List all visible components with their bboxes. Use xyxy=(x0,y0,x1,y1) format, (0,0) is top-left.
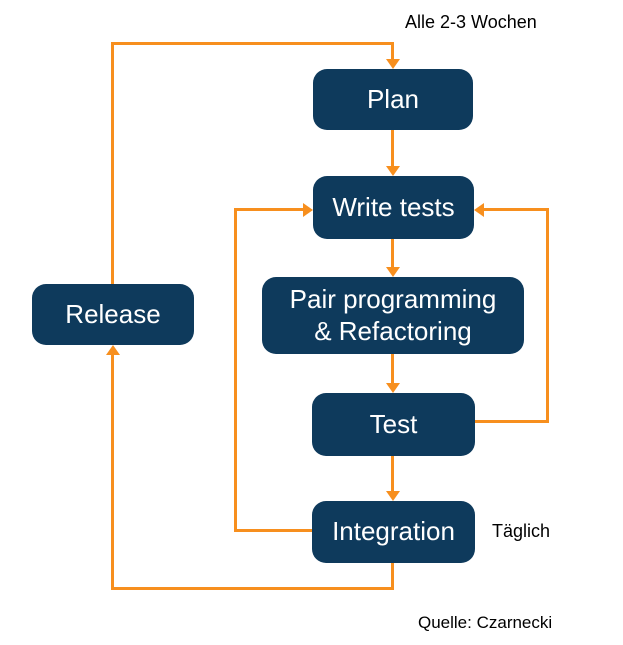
arrowhead-into-write-tests-top xyxy=(386,166,400,176)
arrowhead-into-write-tests-left xyxy=(303,203,313,217)
edge-integration-to-write-tests-out xyxy=(234,529,312,532)
node-write-tests: Write tests xyxy=(313,176,474,239)
edge-test-to-integration xyxy=(391,456,394,492)
node-pair-programming: Pair programming & Refactoring xyxy=(262,277,524,354)
edge-integration-to-write-tests-in xyxy=(234,208,304,211)
edge-pair-to-test xyxy=(391,354,394,384)
edge-release-to-plan-drop xyxy=(391,42,394,60)
edge-integration-to-write-tests-vertical xyxy=(234,208,237,532)
annotation-source: Quelle: Czarnecki xyxy=(418,613,553,632)
node-plan-label: Plan xyxy=(366,83,420,114)
arrowhead-into-write-tests-right xyxy=(474,203,484,217)
arrowhead-into-pair xyxy=(386,267,400,277)
node-write-tests-label: Write tests xyxy=(332,191,455,222)
edge-write-tests-to-pair xyxy=(391,239,394,268)
edge-test-to-write-tests-vertical xyxy=(546,208,549,423)
arrowhead-into-integration xyxy=(386,491,400,501)
node-pair-programming-label: Pair programming & Refactoring xyxy=(289,283,497,346)
arrowhead-into-release xyxy=(106,345,120,355)
annotation-daily-cycle: Täglich xyxy=(492,521,551,541)
node-release: Release xyxy=(32,284,194,345)
annotation-iteration-cycle: Alle 2-3 Wochen xyxy=(405,12,537,32)
node-release-label: Release xyxy=(65,298,161,329)
arrowhead-into-plan xyxy=(386,59,400,69)
edge-test-to-write-tests-out xyxy=(475,420,549,423)
arrowhead-into-test xyxy=(386,383,400,393)
edge-plan-to-write-tests xyxy=(391,130,394,167)
node-integration: Integration xyxy=(312,501,475,563)
edge-release-to-plan-horizontal xyxy=(111,42,394,45)
edge-release-to-plan-vertical xyxy=(111,42,114,284)
edge-integration-to-release-horizontal xyxy=(111,587,394,590)
node-test: Test xyxy=(312,393,475,456)
node-test-label: Test xyxy=(369,408,418,439)
edge-integration-to-release-drop xyxy=(391,563,394,590)
edge-test-to-write-tests-in xyxy=(483,208,549,211)
edge-integration-to-release-vertical xyxy=(111,355,114,590)
node-plan: Plan xyxy=(313,69,473,130)
node-integration-label: Integration xyxy=(332,516,455,547)
